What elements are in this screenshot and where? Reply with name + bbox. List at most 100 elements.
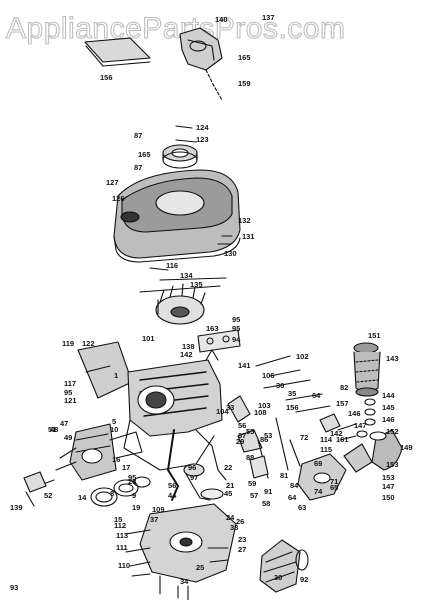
part-number-label: 44 bbox=[168, 491, 177, 500]
part-number-label: 63 bbox=[298, 503, 306, 512]
part-number-label: 37 bbox=[150, 515, 158, 524]
part-number-label: 49 bbox=[64, 433, 72, 442]
part-number-label: 101 bbox=[142, 334, 155, 343]
part-number-label: 21 bbox=[226, 481, 234, 490]
part-number-label: 25 bbox=[196, 563, 204, 572]
part-number-label: 119 bbox=[62, 339, 74, 348]
throttle-rods-part bbox=[255, 355, 341, 433]
part-number-label: 53 bbox=[264, 431, 272, 440]
part-number-label: 163 bbox=[206, 324, 219, 333]
part-number-label: 95 bbox=[232, 324, 240, 333]
part-number-label: 33 bbox=[226, 403, 234, 412]
part-number-label: 117 bbox=[64, 379, 76, 388]
part-number-label: 157 bbox=[336, 399, 349, 408]
part-number-label: 1 bbox=[114, 371, 118, 380]
fuel-pump-part bbox=[297, 423, 368, 501]
part-number-label: 19 bbox=[132, 503, 140, 512]
part-number-label: 97 bbox=[190, 473, 198, 482]
part-number-label: 52 bbox=[44, 491, 52, 500]
part-number-label: 34 bbox=[180, 577, 189, 586]
part-number-label: 87 bbox=[134, 163, 142, 172]
part-number-label: 29 bbox=[236, 437, 244, 446]
part-number-label: 87 bbox=[134, 131, 142, 140]
part-number-label: 22 bbox=[224, 463, 232, 472]
part-number-label: 56 bbox=[238, 421, 246, 430]
part-number-label: 137 bbox=[262, 13, 275, 22]
part-number-label: 35 bbox=[288, 389, 296, 398]
part-number-label: 110 bbox=[118, 561, 130, 570]
part-number-label: 145 bbox=[382, 403, 395, 412]
part-number-label: 131 bbox=[242, 232, 255, 241]
watermark-text: AppliancePartsPros.com bbox=[5, 11, 346, 45]
part-number-label: 147 bbox=[354, 421, 367, 430]
part-number-label: 45 bbox=[224, 489, 232, 498]
crankcase-cover-part bbox=[139, 503, 237, 599]
part-number-label: 28 bbox=[128, 477, 136, 486]
part-number-label: 51 bbox=[48, 425, 56, 434]
part-number-label: 138 bbox=[182, 342, 195, 351]
part-number-label: 96 bbox=[188, 463, 196, 472]
part-number-label: 132 bbox=[238, 216, 251, 225]
part-number-label: 30 bbox=[274, 573, 282, 582]
part-number-label: 91 bbox=[264, 487, 272, 496]
part-number-label: 104 bbox=[216, 407, 229, 416]
part-number-label: 134 bbox=[180, 271, 193, 280]
spark-plug-part bbox=[23, 447, 77, 507]
part-number-label: 59 bbox=[248, 479, 256, 488]
part-number-label: 124 bbox=[196, 123, 209, 132]
part-number-label: 72 bbox=[300, 433, 308, 442]
carburetor-part bbox=[69, 423, 143, 481]
part-number-label: 140 bbox=[215, 15, 228, 24]
part-number-label: 126 bbox=[112, 194, 125, 203]
part-number-label: 103 bbox=[258, 401, 271, 410]
part-number-label: 151 bbox=[368, 331, 381, 340]
part-number-label: 86 bbox=[260, 435, 268, 444]
part-number-label: 165 bbox=[138, 150, 151, 159]
part-number-label: 108 bbox=[254, 408, 267, 417]
crankshaft-part bbox=[167, 429, 227, 501]
part-number-label: 16 bbox=[112, 455, 120, 464]
part-number-label: 142 bbox=[180, 350, 193, 359]
part-number-label: 139 bbox=[10, 503, 23, 512]
engine-block-part bbox=[123, 349, 223, 471]
part-number-label: 71 bbox=[330, 477, 338, 486]
part-number-label: 147 bbox=[382, 482, 395, 491]
filter-rings-part bbox=[90, 476, 151, 507]
part-number-label: 9 bbox=[132, 491, 136, 500]
part-number-label: 84 bbox=[290, 481, 299, 490]
part-number-label: 82 bbox=[340, 383, 348, 392]
part-number-label: 55 bbox=[246, 427, 254, 436]
part-number-label: 36 bbox=[276, 381, 284, 390]
part-number-label: 142 bbox=[330, 429, 343, 438]
part-number-label: 161 bbox=[336, 435, 349, 444]
part-number-label: 88 bbox=[246, 453, 254, 462]
part-number-label: 95 bbox=[64, 388, 72, 397]
part-number-label: 156 bbox=[100, 73, 113, 82]
washers-part bbox=[364, 398, 376, 426]
part-number-label: 26 bbox=[236, 517, 244, 526]
part-number-label: 81 bbox=[280, 471, 288, 480]
part-number-label: 95 bbox=[232, 315, 240, 324]
part-number-label: 10 bbox=[110, 425, 118, 434]
part-number-label: 122 bbox=[82, 339, 95, 348]
blower-housing-part bbox=[113, 169, 241, 263]
governor-linkage-part bbox=[227, 395, 301, 479]
part-number-label: 130 bbox=[224, 249, 237, 258]
part-number-label: 47 bbox=[60, 419, 68, 428]
part-number-label: 153 bbox=[382, 473, 395, 482]
part-number-label: 113 bbox=[116, 531, 128, 540]
part-number-label: 149 bbox=[400, 443, 413, 452]
part-number-label: 146 bbox=[382, 415, 395, 424]
part-number-label: 127 bbox=[106, 178, 119, 187]
part-number-label: 56 bbox=[168, 481, 176, 490]
part-number-label: 94 bbox=[232, 335, 241, 344]
part-number-label: 106 bbox=[262, 371, 275, 380]
part-number-label: 156 bbox=[286, 403, 299, 412]
part-number-label: 69 bbox=[314, 459, 322, 468]
part-number-label: 146 bbox=[348, 409, 361, 418]
part-number-label: 15 bbox=[114, 515, 122, 524]
part-number-label: 121 bbox=[64, 396, 77, 405]
part-number-label: 144 bbox=[382, 391, 395, 400]
part-number-label: 8 bbox=[110, 489, 114, 498]
part-number-label: 17 bbox=[122, 463, 130, 472]
